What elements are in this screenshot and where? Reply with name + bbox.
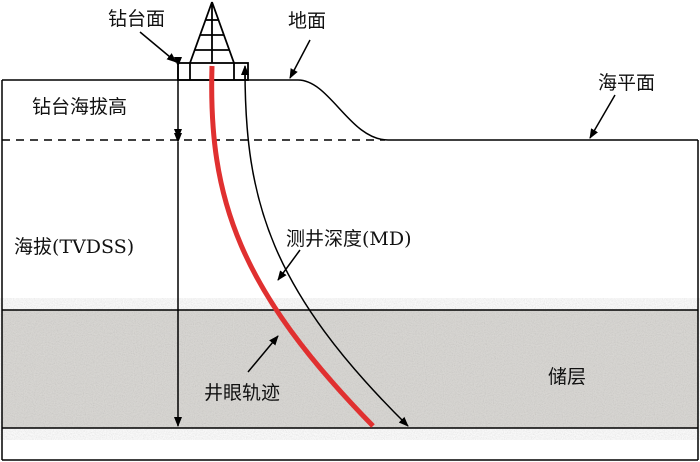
md-path-arrow bbox=[244, 69, 409, 427]
label-drill-floor: 钻台面 bbox=[108, 8, 166, 30]
label-trajectory: 井眼轨迹 bbox=[204, 382, 281, 404]
reservoir-texture bbox=[2, 310, 698, 428]
label-tvdss: 海拔(TVDSS) bbox=[14, 236, 135, 258]
label-ground: 地面 bbox=[288, 10, 327, 32]
ground-surface bbox=[2, 79, 698, 141]
label-kb-elevation: 钻台海拔高 bbox=[32, 96, 128, 118]
label-sea-level: 海平面 bbox=[598, 72, 656, 94]
label-md: 测井深度(MD) bbox=[286, 228, 412, 250]
label-reservoir: 储层 bbox=[548, 366, 587, 388]
well-trajectory bbox=[209, 65, 375, 428]
derrick-icon bbox=[177, 1, 249, 81]
